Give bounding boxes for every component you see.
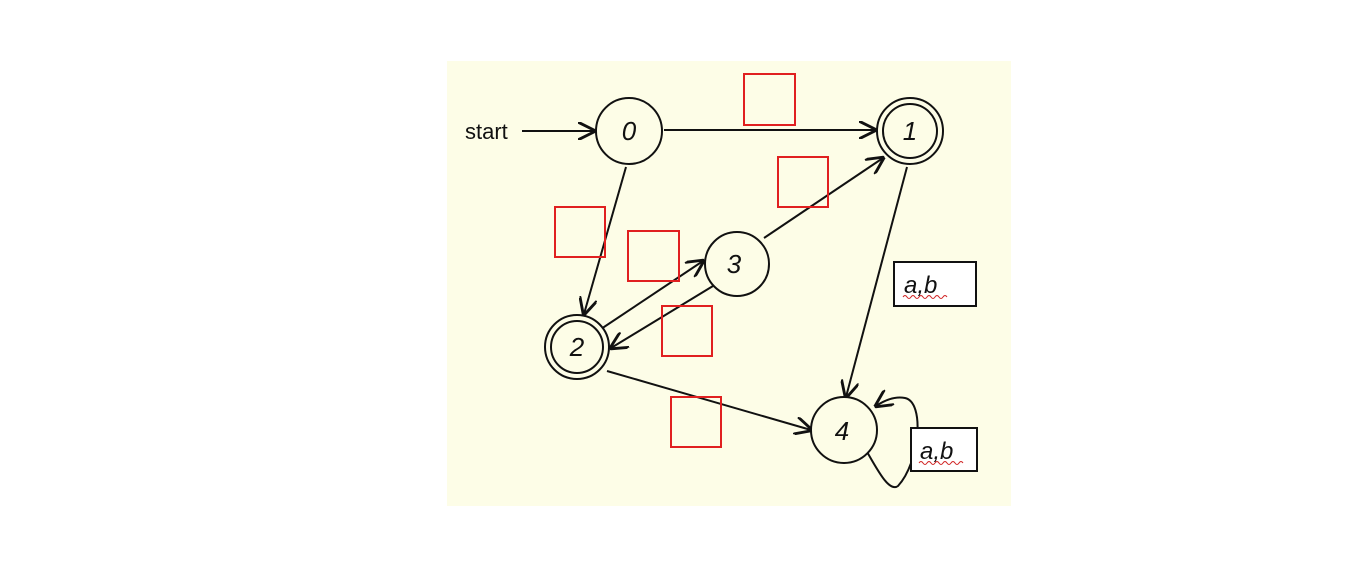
blank-box-2-to-3: [627, 230, 680, 282]
label-4-to-4: a,b: [920, 438, 953, 465]
blank-box-0-to-2: [554, 206, 606, 258]
state-3: 3: [704, 231, 770, 297]
start-label: start: [465, 119, 508, 144]
label-box-1-to-4: a,b: [893, 261, 977, 307]
blank-box-3-to-2: [661, 305, 713, 357]
state-2: 2: [544, 314, 610, 380]
state-4: 4: [810, 396, 878, 464]
state-1: 1: [876, 97, 944, 165]
state-4-label: 4: [835, 416, 849, 446]
label-1-to-4: a,b: [904, 272, 937, 299]
edge-1-to-4: [846, 166, 908, 397]
state-0-label: 0: [622, 116, 637, 146]
state-0: 0: [595, 97, 663, 165]
edge-2-to-4: [606, 370, 811, 430]
edge-2-to-3: [597, 261, 703, 332]
blank-box-3-to-1: [777, 156, 829, 208]
edge-3-to-1: [763, 158, 883, 239]
state-1-label: 1: [903, 116, 917, 146]
blank-box-0-to-1: [743, 73, 796, 126]
label-box-4-self-loop: a,b: [910, 427, 978, 472]
state-3-label: 3: [727, 249, 742, 279]
blank-box-2-to-4: [670, 396, 722, 448]
state-2-label: 2: [569, 332, 585, 362]
